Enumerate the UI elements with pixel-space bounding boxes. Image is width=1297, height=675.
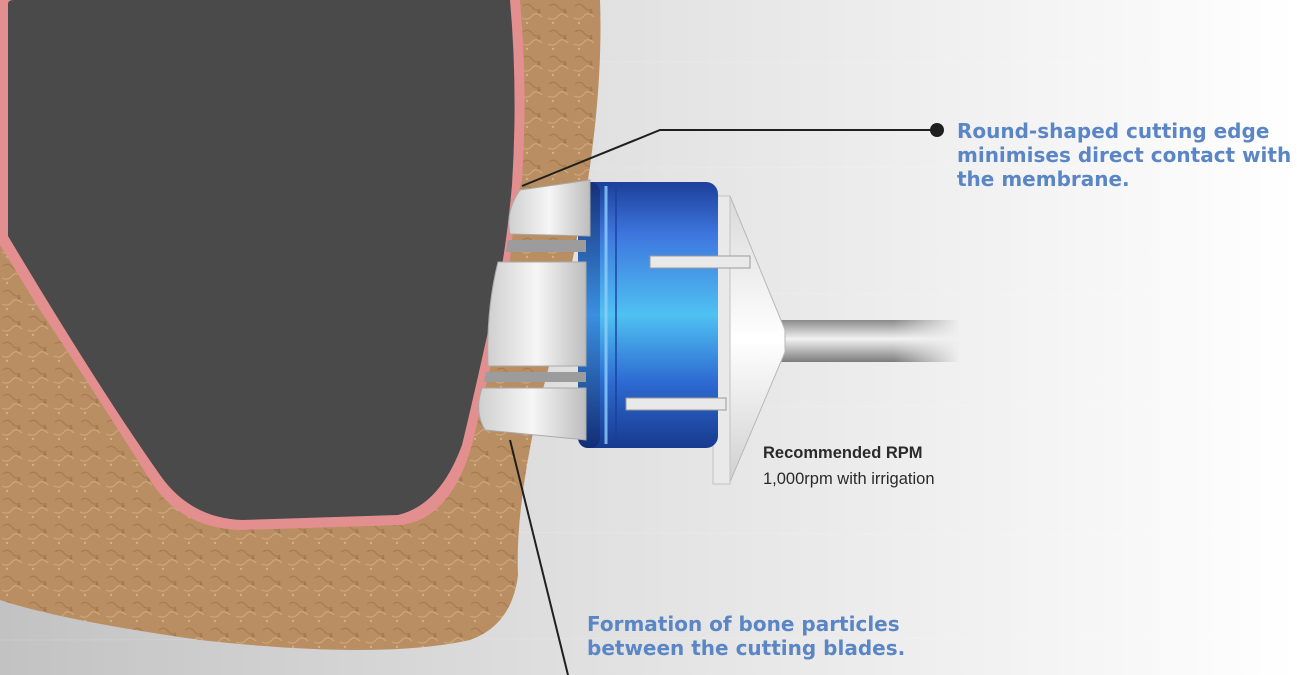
callout-bone-particles-line-1: Formation of bone particles xyxy=(587,612,1027,636)
rpm-value: 1,000rpm with irrigation xyxy=(763,466,935,492)
callout-cutting-edge-line-1: Round-shaped cutting edge xyxy=(957,119,1292,143)
callout-cutting-edge-line-3: the membrane. xyxy=(957,167,1292,191)
callout-cutting-edge-line-2: minimises direct contact with xyxy=(957,143,1292,167)
callout-bone-particles-line-2: between the cutting blades. xyxy=(587,636,1027,660)
callout-bone-particles: Formation of bone particles between the … xyxy=(587,612,1027,660)
rpm-title: Recommended RPM xyxy=(763,440,935,466)
callout-cutting-edge: Round-shaped cutting edge minimises dire… xyxy=(957,119,1292,191)
rpm-info: Recommended RPM 1,000rpm with irrigation xyxy=(763,440,935,492)
leader-dot xyxy=(930,123,944,137)
